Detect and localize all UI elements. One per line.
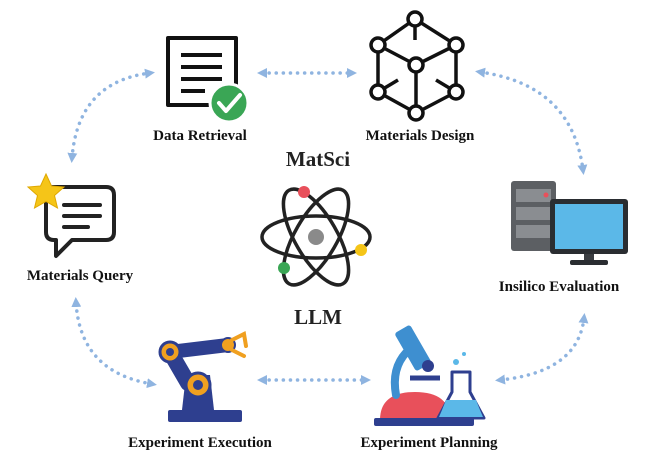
cube-graph-icon: [369, 10, 465, 122]
node-label-experiment-planning: Experiment Planning: [360, 435, 498, 451]
center-subtitle: LLM: [294, 305, 342, 329]
microscope-flask-icon: [374, 325, 486, 426]
node-label-materials-design: Materials Design: [365, 128, 475, 144]
arrow-execution-to-query: [71, 297, 157, 389]
robot-arm-icon: [158, 331, 248, 422]
computer-server-icon: [511, 181, 628, 265]
arrow-query-to-retrieval: [67, 68, 155, 163]
chat-star-icon: [26, 172, 116, 258]
arrow-insilico-to-planning: [495, 313, 589, 385]
node-label-experiment-execution: Experiment Execution: [128, 435, 272, 451]
atom-icon: [260, 186, 372, 287]
node-label-materials-query: Materials Query: [26, 268, 134, 284]
arrow-design-to-insilico: [475, 67, 588, 175]
node-label-data-retrieval: Data Retrieval: [153, 128, 247, 144]
center-title: MatSci: [285, 147, 351, 171]
document-check-icon: [166, 36, 250, 124]
node-label-insilico-evaluation: Insilico Evaluation: [498, 279, 620, 295]
